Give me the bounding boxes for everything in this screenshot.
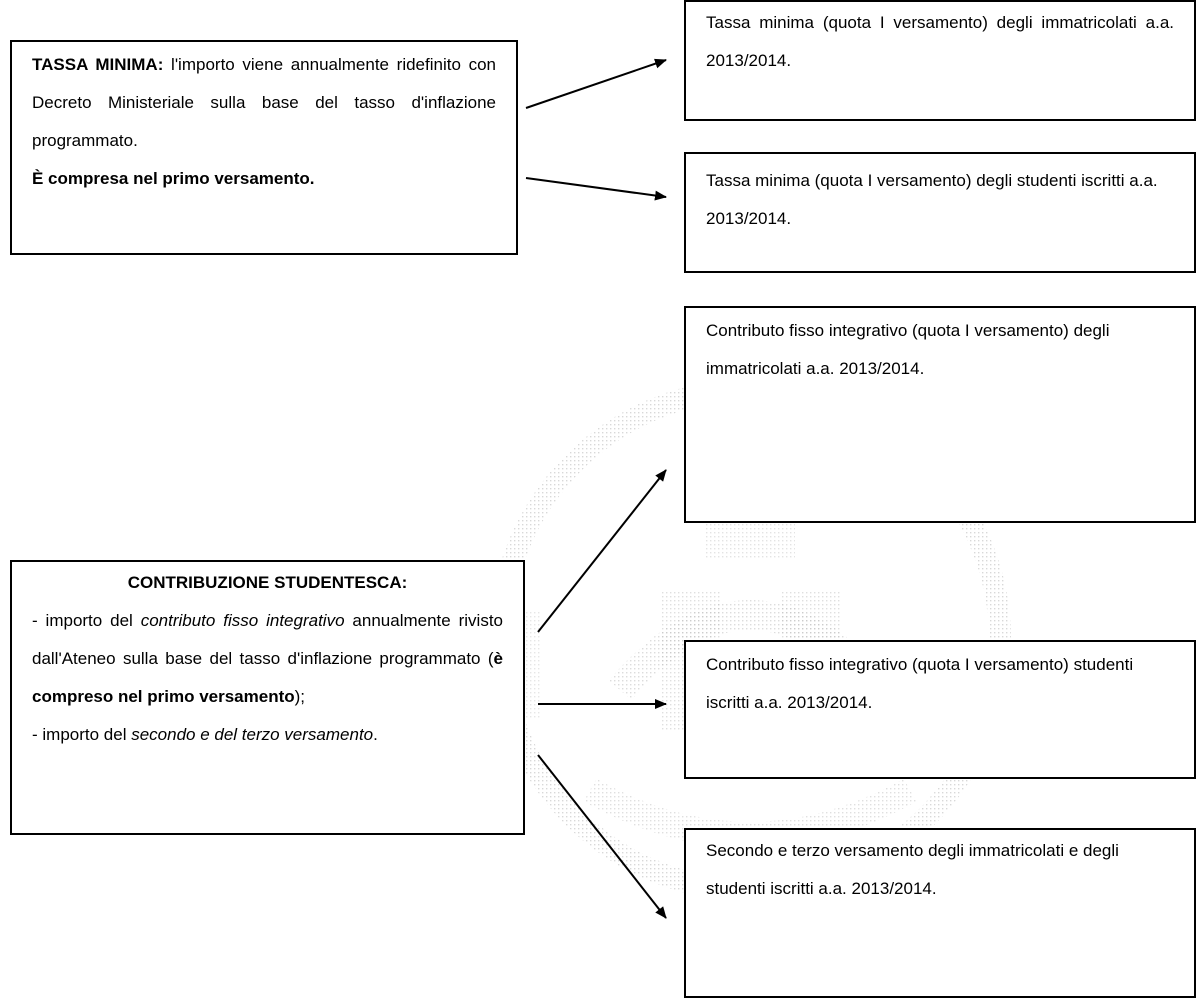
tassa-minima-iscritti-text: Tassa minima (quota I versamento) degli … bbox=[706, 171, 1158, 228]
tassa-minima-iscritti-box: Tassa minima (quota I versamento) degli … bbox=[684, 152, 1196, 273]
arrow-contrib-to-box5 bbox=[537, 754, 667, 919]
contribuzione-item-2: - importo del secondo e del terzo versam… bbox=[32, 716, 503, 754]
contribuzione-studentesca-box: CONTRIBUZIONE STUDENTESCA: - importo del… bbox=[10, 560, 525, 835]
item2-prefix: - importo del bbox=[32, 725, 132, 744]
item1-bold: è compreso nel primo versamento bbox=[32, 649, 503, 706]
contributo-iscritti-box: Contributo fisso integrativo (quota I ve… bbox=[684, 640, 1196, 779]
tassa-minima-text: TASSA MINIMA: l'importo viene annualment… bbox=[32, 46, 496, 160]
item1-middle: annualmente rivisto dall'Ateneo sulla ba… bbox=[32, 611, 503, 668]
arrow-tassa-to-box1 bbox=[525, 58, 667, 109]
item1-prefix: - importo del bbox=[32, 611, 141, 630]
contribuzione-heading: CONTRIBUZIONE STUDENTESCA: bbox=[127, 573, 408, 592]
tassa-minima-body: l'importo viene annualmente ridefinito c… bbox=[32, 55, 496, 150]
item1-suffix: ); bbox=[294, 687, 306, 706]
contributo-immatricolati-box: Contributo fisso integrativo (quota I ve… bbox=[684, 306, 1196, 523]
tassa-minima-box: TASSA MINIMA: l'importo viene annualment… bbox=[10, 40, 518, 255]
tassa-minima-heading: TASSA MINIMA: bbox=[32, 55, 164, 74]
tassa-minima-emphasis: È compresa nel primo versamento. bbox=[32, 169, 315, 188]
tassa-minima-immatricolati-text: Tassa minima (quota I versamento) degli … bbox=[706, 13, 1174, 70]
secondo-terzo-versamento-box: Secondo e terzo versamento degli immatri… bbox=[684, 828, 1196, 998]
tassa-minima-immatricolati-box: Tassa minima (quota I versamento) degli … bbox=[684, 0, 1196, 121]
secondo-terzo-versamento-text: Secondo e terzo versamento degli immatri… bbox=[706, 841, 1119, 898]
contributo-iscritti-text: Contributo fisso integrativo (quota I ve… bbox=[706, 655, 1134, 712]
arrow-tassa-to-box2 bbox=[525, 177, 667, 201]
item2-suffix: . bbox=[373, 725, 378, 744]
item2-italic: secondo e del terzo versamento bbox=[131, 725, 374, 744]
item1-italic: contributo fisso integrativo bbox=[140, 611, 345, 630]
arrow-contrib-to-box3 bbox=[537, 469, 667, 633]
contribuzione-item-1: - importo del contributo fisso integrati… bbox=[32, 602, 503, 716]
contributo-immatricolati-text: Contributo fisso integrativo (quota I ve… bbox=[706, 321, 1110, 378]
